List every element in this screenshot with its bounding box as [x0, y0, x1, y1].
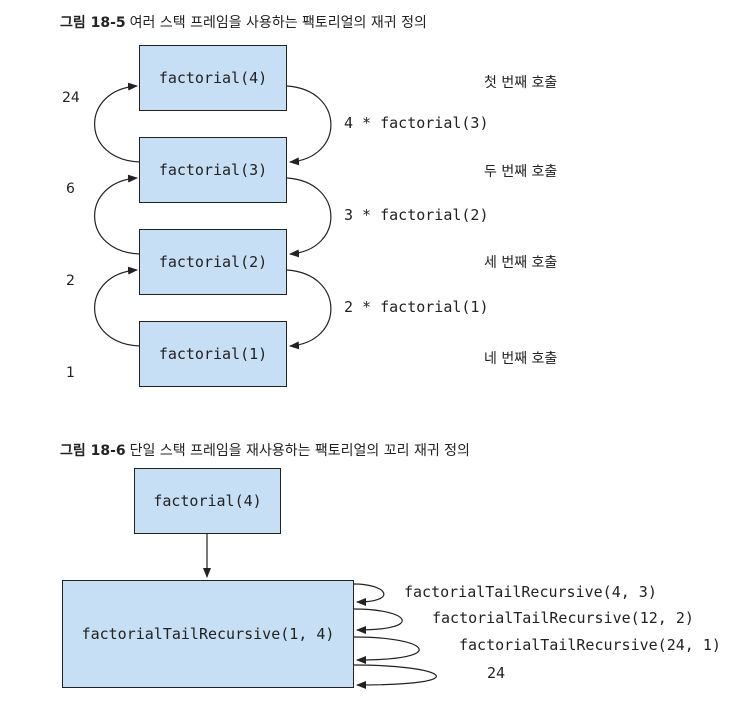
return-arrow-2 [94, 174, 141, 255]
tail-recursive-frame: factorialTailRecursive(1, 4) [62, 580, 354, 688]
figure1-caption-number: 그림 18-5 [60, 15, 126, 31]
return-arrow-1 [94, 82, 141, 163]
return-value-1: 1 [66, 365, 75, 381]
factorial-1-frame: factorial(1) [139, 321, 287, 387]
figure1-caption-text: 여러 스택 프레임을 사용하는 팩토리얼의 재귀 정의 [129, 15, 427, 31]
call-expression-3: 2 * factorial(1) [344, 298, 489, 316]
tail-result: 24 [487, 664, 506, 682]
call-label-3: 세 번째 호출 [484, 255, 558, 271]
tail-loop-4 [353, 664, 437, 689]
tail-factorial-4-frame: factorial(4) [134, 468, 281, 534]
call-expression-2: 3 * factorial(2) [344, 206, 489, 224]
tail-loop-2 [353, 608, 403, 634]
call-label-1: 첫 번째 호출 [484, 75, 558, 91]
tail-call-3: factorialTailRecursive(24, 1) [459, 636, 721, 654]
factorial-2-frame: factorial(2) [139, 229, 287, 295]
tail-loop-3 [353, 636, 420, 664]
call-expression-1: 4 * factorial(3) [344, 114, 489, 132]
figure2-caption-number: 그림 18-6 [60, 443, 126, 459]
factorial-4-frame: factorial(4) [139, 45, 287, 111]
return-arrow-3 [94, 266, 141, 347]
tail-call-1: factorialTailRecursive(4, 3) [404, 583, 657, 601]
return-value-2: 2 [66, 273, 75, 289]
return-value-6: 6 [66, 181, 75, 197]
return-value-24: 24 [62, 90, 80, 106]
call-arrow-2 [286, 177, 332, 258]
call-label-2: 두 번째 호출 [484, 164, 558, 180]
figure2-caption-text: 단일 스택 프레임을 재사용하는 팩토리얼의 꼬리 재귀 정의 [129, 443, 470, 459]
tail-loop-1 [353, 583, 385, 606]
tail-call-2: factorialTailRecursive(12, 2) [432, 609, 694, 627]
call-arrow-1 [286, 85, 332, 166]
call-label-4: 네 번째 호출 [484, 351, 558, 367]
call-arrow-3 [286, 269, 332, 350]
factorial-3-frame: factorial(3) [139, 137, 287, 203]
